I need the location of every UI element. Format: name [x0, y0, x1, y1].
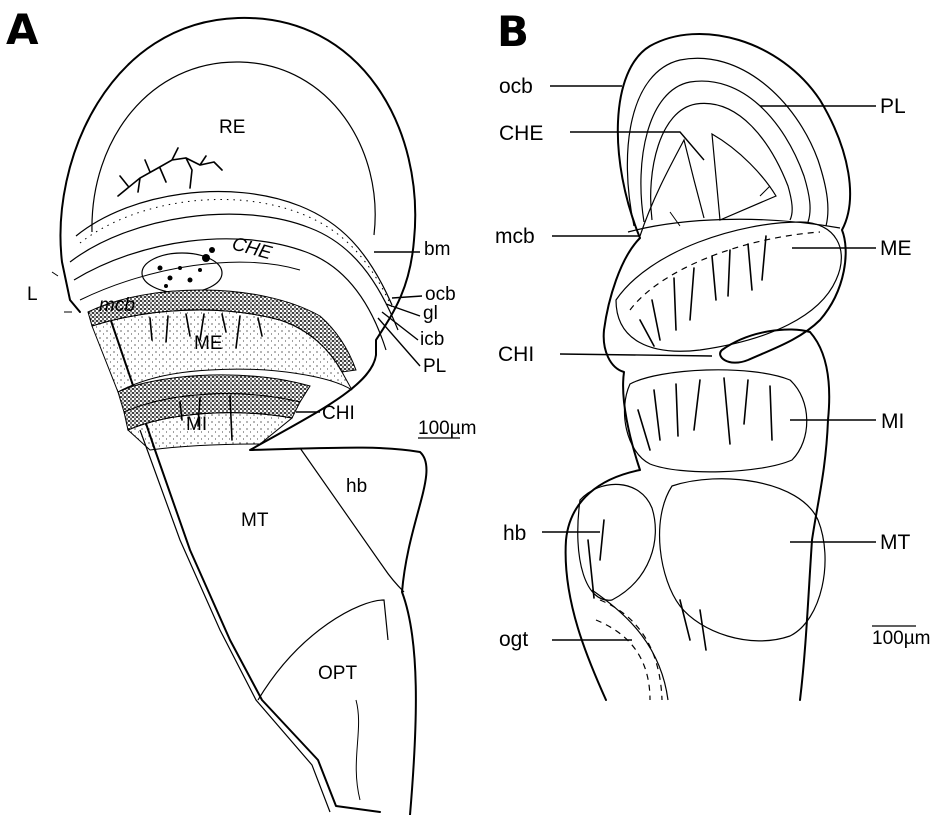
b-label-ocb: ocb — [499, 75, 533, 98]
a-label-re: RE — [219, 117, 245, 138]
a-label-hb: hb — [346, 476, 367, 497]
b-lamina-3 — [651, 103, 793, 220]
b-ogt-dashed-1 — [596, 620, 650, 700]
b-label-mt: MT — [880, 531, 910, 554]
a-label-opt: OPT — [318, 663, 357, 684]
a-label-ocb: ocb — [425, 284, 456, 305]
a-retina-inner-arc — [92, 62, 375, 235]
a-hb-outline — [300, 448, 404, 592]
b-lamina-2 — [641, 81, 810, 222]
a-leader-ocb — [392, 296, 422, 298]
panel-a-letter: A — [6, 5, 39, 54]
b-label-me: ME — [880, 237, 912, 260]
b-mi-outline — [624, 370, 806, 472]
a-leader-icb — [382, 312, 418, 340]
a-label-mt: MT — [241, 510, 269, 531]
b-hb-outline — [578, 484, 656, 600]
b-hb-fibres — [588, 520, 706, 650]
panel-b: B ocb PL CHE mcb — [495, 7, 930, 700]
b-label-che: CHE — [499, 122, 543, 145]
b-leader-che — [570, 132, 704, 160]
a-label-mcb: mcb — [99, 295, 135, 316]
b-label-hb: hb — [503, 522, 526, 545]
panel-b-letter: B — [497, 7, 529, 56]
b-label-mcb: mcb — [495, 225, 535, 248]
a-label-bm: bm — [424, 239, 450, 260]
a-label-chi: CHI — [322, 403, 355, 424]
b-label-pl: PL — [880, 95, 906, 118]
a-label-mi: MI — [186, 414, 207, 435]
b-me-fibres — [640, 236, 766, 346]
a-retina-neuron-tree — [118, 148, 222, 196]
b-ogt-dashed-2 — [600, 600, 662, 700]
b-leader-chi — [560, 354, 712, 356]
a-label-me: ME — [194, 333, 223, 354]
a-scale-text: 100µm — [418, 418, 476, 439]
b-mcb-dashed — [630, 232, 820, 310]
b-label-mi: MI — [881, 410, 904, 433]
a-label-gl: gl — [423, 303, 438, 324]
b-lamina-1 — [627, 58, 828, 226]
a-opt-fibre — [356, 700, 360, 800]
b-label-ogt: ogt — [499, 628, 528, 651]
b-label-chi: CHI — [498, 343, 534, 366]
a-label-icb: icb — [420, 329, 444, 350]
a-opt-top — [258, 600, 388, 700]
panel-a: A RE CHE — [6, 5, 476, 815]
b-scale-text: 100µm — [872, 628, 930, 649]
b-mi-fibres — [638, 378, 772, 450]
a-label-l: L — [27, 284, 38, 305]
b-ogt-outline — [592, 590, 668, 700]
a-label-che: CHE — [230, 234, 274, 265]
b-che-wedge-right — [712, 134, 776, 220]
a-label-pl: PL — [423, 356, 446, 377]
